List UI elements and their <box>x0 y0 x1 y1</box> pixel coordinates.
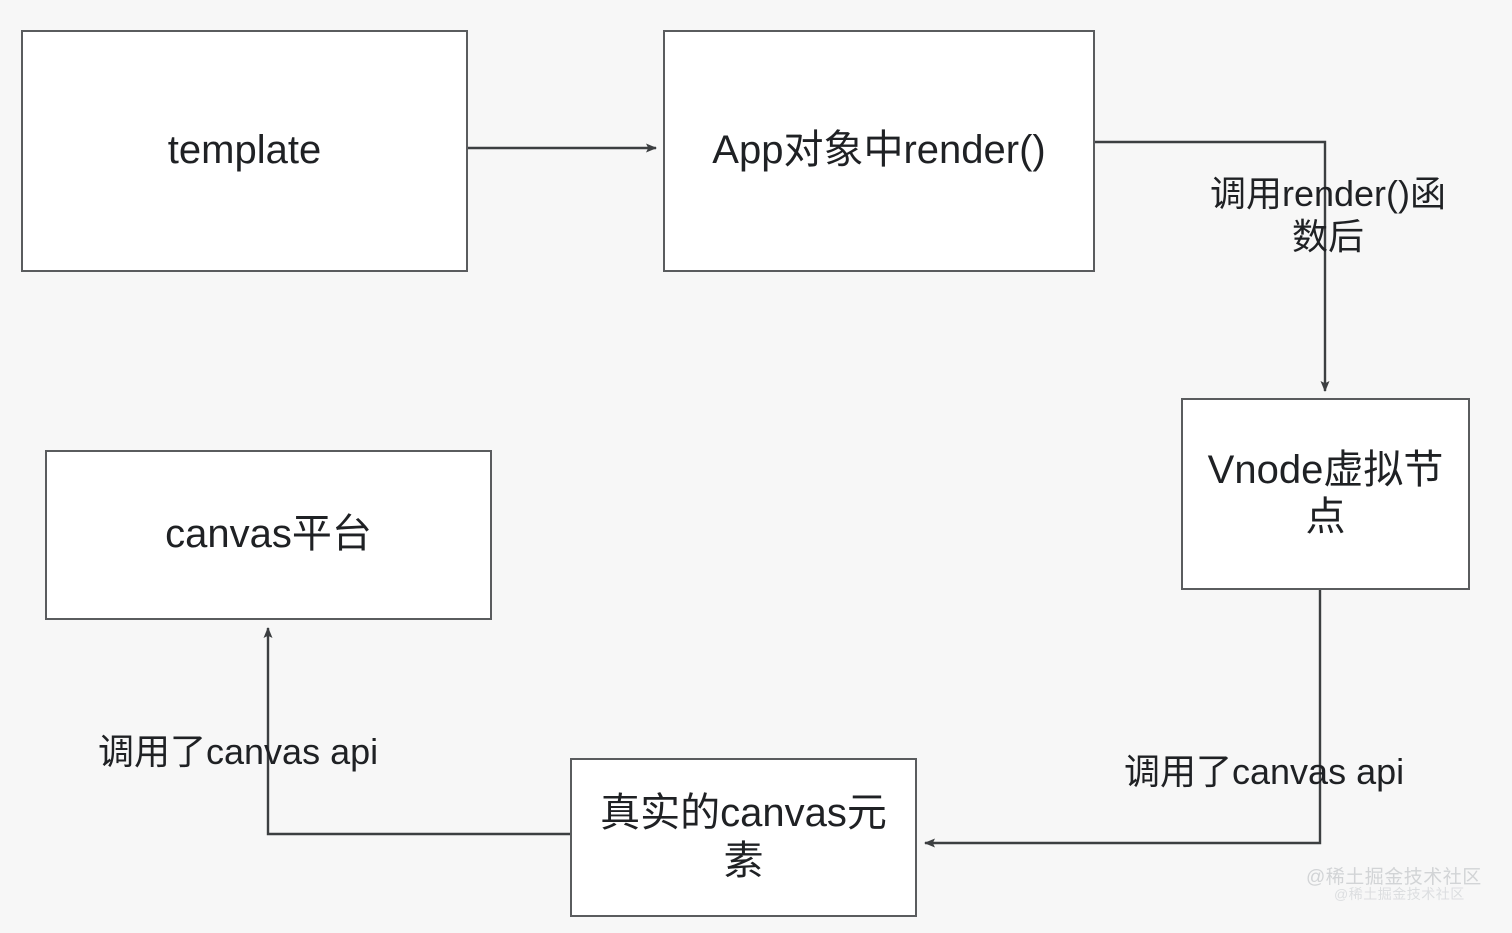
node-canvas-platform-label: canvas平台 <box>165 512 372 557</box>
node-template[interactable]: template <box>21 30 468 272</box>
node-vnode[interactable]: Vnode虚拟节 点 <box>1181 398 1470 590</box>
watermark-main-text: @稀土掘金技术社区 <box>1306 867 1482 888</box>
node-canvas-platform[interactable]: canvas平台 <box>45 450 492 620</box>
edge-label-canvas-api-right: 调用了canvas api <box>1124 751 1405 792</box>
node-vnode-label: Vnode虚拟节 点 <box>1207 447 1444 539</box>
edge-label-canvas-api-left: 调用了canvas api <box>98 731 379 772</box>
edge-vnode-to-real-canvas <box>924 590 1322 848</box>
node-app-render-label: App对象中render() <box>712 128 1046 173</box>
node-real-canvas-label: 真实的canvas元 素 <box>600 791 887 883</box>
node-app-render[interactable]: App对象中render() <box>663 30 1095 272</box>
watermark: @稀土掘金技术社区 @稀土掘金技术社区 <box>1306 862 1506 924</box>
node-real-canvas[interactable]: 真实的canvas元 素 <box>570 758 917 917</box>
node-template-label: template <box>167 128 322 173</box>
watermark-sub-text: @稀土掘金技术社区 <box>1334 886 1465 902</box>
edge-label-render-called: 调用render()函 数后 <box>1209 173 1447 258</box>
